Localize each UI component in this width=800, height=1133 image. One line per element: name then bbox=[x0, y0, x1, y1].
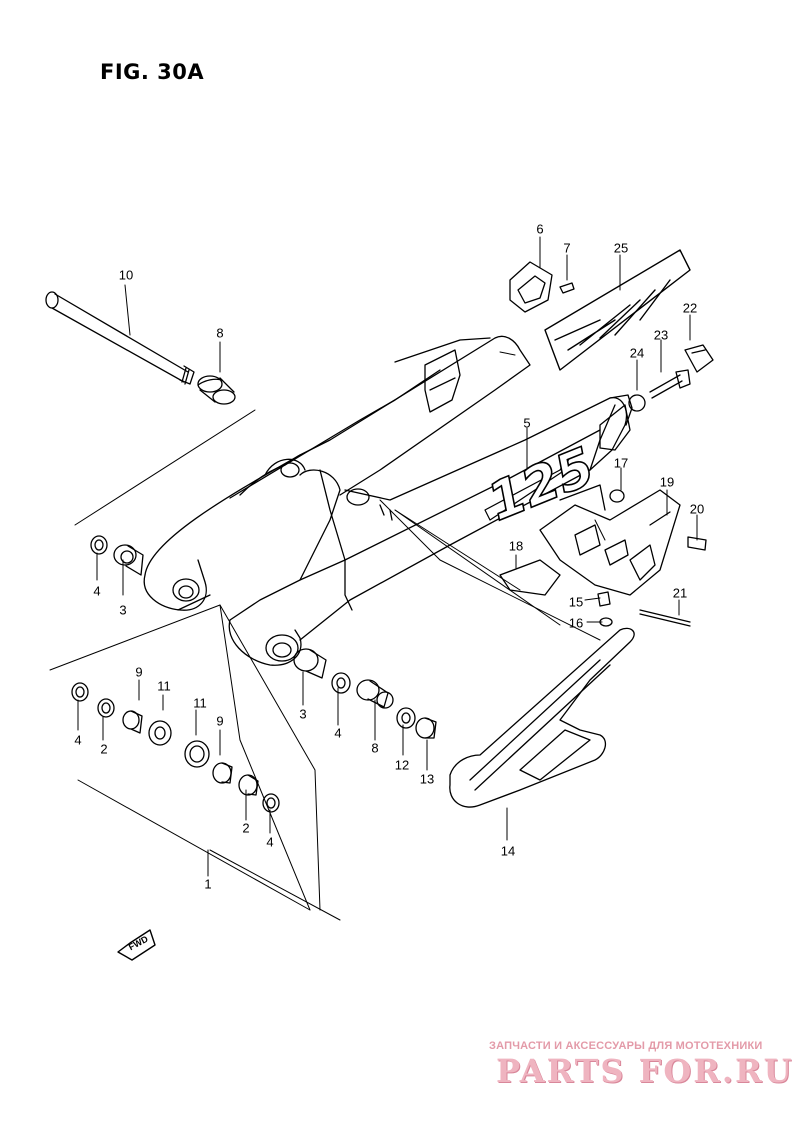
callout-8: 8 bbox=[371, 740, 379, 756]
callout-10: 10 bbox=[118, 267, 134, 283]
callout-11: 11 bbox=[193, 695, 207, 711]
upper-bearing-stack bbox=[90, 535, 144, 576]
callout-4: 4 bbox=[334, 725, 342, 741]
callout-20: 20 bbox=[689, 501, 705, 517]
callout-4: 4 bbox=[93, 583, 101, 599]
callout-16: 16 bbox=[568, 615, 584, 631]
part-8-bushing bbox=[197, 375, 236, 405]
right-bearing-stack bbox=[293, 648, 437, 739]
part-10-pivot-bolt bbox=[45, 291, 195, 385]
callout-9: 9 bbox=[135, 664, 143, 680]
swingarm bbox=[143, 335, 633, 666]
callout-17: 17 bbox=[613, 455, 629, 471]
callout-5: 5 bbox=[523, 415, 531, 431]
callout-9: 9 bbox=[216, 713, 224, 729]
callout-4: 4 bbox=[266, 834, 274, 850]
callout-21: 21 bbox=[672, 585, 688, 601]
swingarm-decal-125 bbox=[484, 454, 571, 521]
callout-1: 1 bbox=[204, 876, 212, 892]
part-25-decal bbox=[544, 249, 691, 371]
callout-13: 13 bbox=[419, 771, 435, 787]
callout-22: 22 bbox=[682, 300, 698, 316]
watermark-logo: PARTS FOR.RU bbox=[496, 1052, 794, 1090]
callout-3: 3 bbox=[119, 602, 127, 618]
chain-guide-bracket bbox=[539, 489, 707, 627]
callout-7: 7 bbox=[563, 240, 571, 256]
part-18-guard bbox=[499, 559, 561, 596]
fwd-arrow-icon bbox=[117, 929, 156, 961]
callout-2: 2 bbox=[100, 741, 108, 757]
callout-18: 18 bbox=[508, 538, 524, 554]
callout-23: 23 bbox=[653, 327, 669, 343]
callout-24: 24 bbox=[629, 345, 645, 361]
callout-6: 6 bbox=[536, 221, 544, 237]
parts-22-24 bbox=[628, 344, 714, 412]
callout-14: 14 bbox=[500, 843, 516, 859]
callout-4: 4 bbox=[74, 732, 82, 748]
callout-3: 3 bbox=[299, 706, 307, 722]
callout-25: 25 bbox=[613, 240, 629, 256]
leader-lines bbox=[49, 236, 698, 921]
figure-title: FIG. 30A bbox=[100, 60, 205, 84]
part-6-plate bbox=[509, 261, 575, 313]
watermark-tagline: ЗАПЧАСТИ И АКСЕССУАРЫ ДЛЯ МОТОТЕХНИКИ bbox=[489, 1040, 763, 1052]
callout-2: 2 bbox=[242, 820, 250, 836]
lower-bearing-stack bbox=[71, 682, 280, 813]
parts-15-16 bbox=[597, 591, 613, 627]
callout-12: 12 bbox=[394, 757, 410, 773]
part-14-chain-slider bbox=[449, 627, 635, 808]
callout-15: 15 bbox=[568, 594, 584, 610]
callout-8: 8 bbox=[216, 325, 224, 341]
callout-19: 19 bbox=[659, 474, 675, 490]
callout-11: 11 bbox=[157, 678, 171, 694]
